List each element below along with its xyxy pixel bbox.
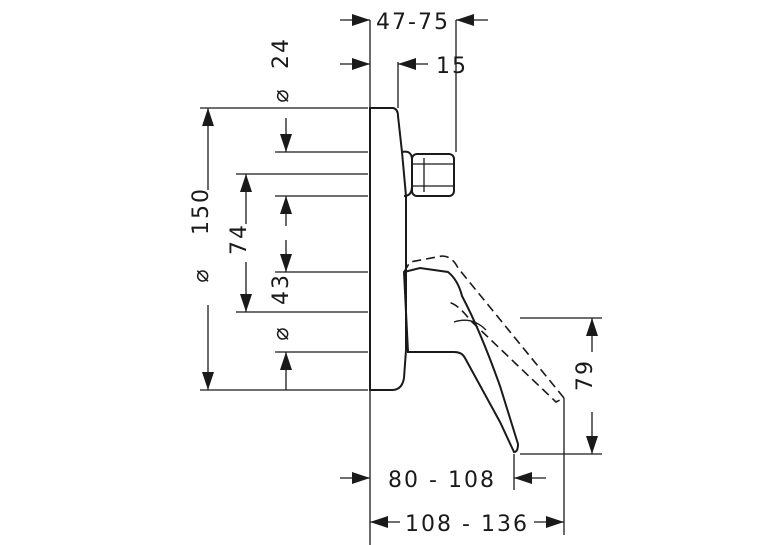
- dim-74-label: 74: [227, 223, 252, 255]
- lever-dashed: [403, 255, 566, 403]
- dim-43-label: 43: [269, 273, 294, 305]
- dim-47-75: 47-75: [340, 10, 488, 35]
- dim-150-symbol: ⌀: [189, 267, 214, 282]
- dim-79: 79: [573, 318, 598, 454]
- dim-80-108: 80 - 108: [340, 468, 546, 493]
- dim-diameter-24: ⌀ 24: [269, 37, 294, 226]
- dim-15-label: 15: [436, 54, 468, 79]
- dim-108-136: 108 - 136: [370, 512, 564, 537]
- dim-80-108-label: 80 - 108: [388, 468, 496, 493]
- dim-diameter-150: 150 ⌀: [189, 108, 214, 390]
- dim-79-label: 79: [573, 359, 598, 391]
- dim-108-136-label: 108 - 136: [405, 512, 529, 537]
- dim-24-label: 24: [269, 37, 294, 69]
- dim-diameter-43: 43 ⌀: [269, 240, 294, 390]
- lever-solid: [402, 266, 520, 454]
- dim-47-75-label: 47-75: [376, 10, 450, 35]
- extension-lines: [200, 20, 602, 545]
- dim-150-label: 150: [189, 187, 214, 235]
- diverter-knob: [401, 150, 455, 197]
- dim-43-symbol: ⌀: [269, 325, 294, 340]
- dim-15: 15: [340, 54, 468, 79]
- dim-24-symbol: ⌀: [269, 87, 294, 102]
- dim-74: 74: [227, 174, 252, 312]
- wall-plate: [369, 107, 407, 391]
